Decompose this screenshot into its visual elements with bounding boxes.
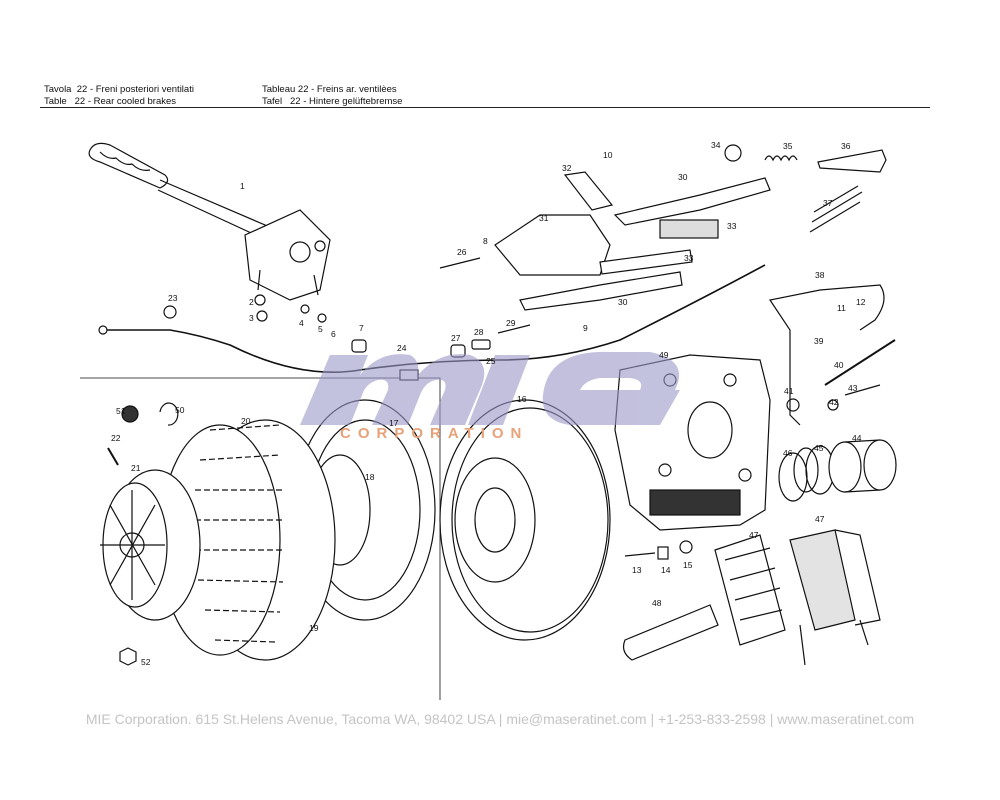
callout-label: 30: [618, 297, 628, 307]
callout-label: 4: [299, 318, 304, 328]
cap-51: [121, 405, 139, 423]
callout-label: 44: [852, 433, 862, 443]
callout-label: 8: [483, 236, 488, 246]
link-36: [817, 149, 887, 173]
callout-label: 50: [175, 405, 185, 415]
header-line1-left: Tavola 22 - Freni posteriori ventilati: [44, 84, 194, 95]
callout-label: 12: [856, 297, 866, 307]
callout-label: 37: [823, 198, 833, 208]
callout-label: 9: [583, 323, 588, 333]
callout-label: 21: [131, 463, 141, 473]
plate-32: [563, 171, 614, 211]
brake-disc: [439, 399, 611, 641]
callout-label: 34: [711, 140, 721, 150]
callout-label: 20: [241, 416, 251, 426]
callout-label: 29: [506, 318, 516, 328]
callout-label: 45: [814, 443, 824, 453]
callout-label: 23: [168, 293, 178, 303]
brake-pad-left: [714, 534, 786, 646]
mie-watermark-logo: [300, 351, 680, 425]
callout-label: 14: [661, 565, 671, 575]
callout-label: 39: [814, 336, 824, 346]
bracket-lower: [519, 271, 683, 311]
callout-label: 27: [451, 333, 461, 343]
tire: [159, 419, 336, 661]
bracket-31: [494, 214, 611, 276]
circlip-50: [159, 402, 179, 426]
watermark-subtitle: CORPORATION: [340, 425, 529, 442]
header-line2-right: Tafel 22 - Hintere gelüftebremse: [262, 96, 403, 107]
callout-label: 17: [389, 418, 399, 428]
brake-caliper: [614, 354, 771, 531]
callout-label: 36: [841, 141, 851, 151]
callout-label: 47: [749, 530, 759, 540]
header-rule: [40, 107, 930, 108]
callout-label: 32: [562, 163, 572, 173]
callout-label: 35: [783, 141, 793, 151]
pad-33a: [659, 219, 719, 239]
callout-label: 25: [486, 356, 496, 366]
callout-label: 24: [397, 343, 407, 353]
seal-46: [778, 452, 808, 502]
footer-contact: MIE Corporation. 615 St.Helens Avenue, T…: [85, 711, 915, 727]
callout-label: 51: [116, 406, 126, 416]
callout-label: 19: [309, 623, 319, 633]
callout-label: 41: [784, 386, 794, 396]
wheel-rim: [100, 469, 201, 621]
brake-pad-right: [789, 529, 856, 631]
callout-label: 11: [837, 303, 846, 313]
callout-label: 33: [727, 221, 737, 231]
callout-label: 42: [829, 397, 839, 407]
callout-label: 13: [632, 565, 642, 575]
bolt-13: [624, 552, 656, 557]
callout-label: 52: [141, 657, 151, 667]
callout-label: 16: [517, 394, 527, 404]
header-line2-left: Table 22 - Rear cooled brakes: [44, 96, 177, 107]
callout-label: 1: [240, 181, 245, 191]
callout-label: 6: [331, 329, 336, 339]
callout-label: 7: [359, 323, 364, 333]
callout-label: 26: [457, 247, 467, 257]
callout-label: 15: [683, 560, 693, 570]
callout-label: 47: [815, 514, 825, 524]
spring-37: [809, 185, 863, 233]
brake-pipe: [769, 284, 885, 426]
nut-52: [119, 647, 137, 666]
callout-label: 30: [678, 172, 688, 182]
callout-label: 46: [783, 448, 793, 458]
piston-44: [828, 441, 862, 493]
callout-label: 5: [318, 324, 323, 334]
header-line1-right: Tableau 22 - Freins ar. ventilèes: [262, 84, 397, 95]
callout-label: 28: [474, 327, 484, 337]
retaining-clip: [622, 604, 719, 661]
bracket-upper: [613, 177, 771, 226]
callout-label: 2: [249, 297, 254, 307]
callout-label: 38: [815, 270, 825, 280]
callout-label: 22: [111, 433, 121, 443]
callout-label: 40: [834, 360, 844, 370]
callout-label: 49: [659, 350, 669, 360]
callout-label: 18: [365, 472, 375, 482]
plate-33b: [599, 249, 693, 275]
callout-label: 31: [539, 213, 549, 223]
callout-label: 48: [652, 598, 662, 608]
spring-35: [764, 155, 798, 162]
callout-label: 33: [684, 253, 694, 263]
callout-label: 3: [249, 313, 254, 323]
callout-label: 10: [603, 150, 613, 160]
handbrake-lever: [88, 142, 331, 301]
callout-label: 43: [848, 383, 858, 393]
